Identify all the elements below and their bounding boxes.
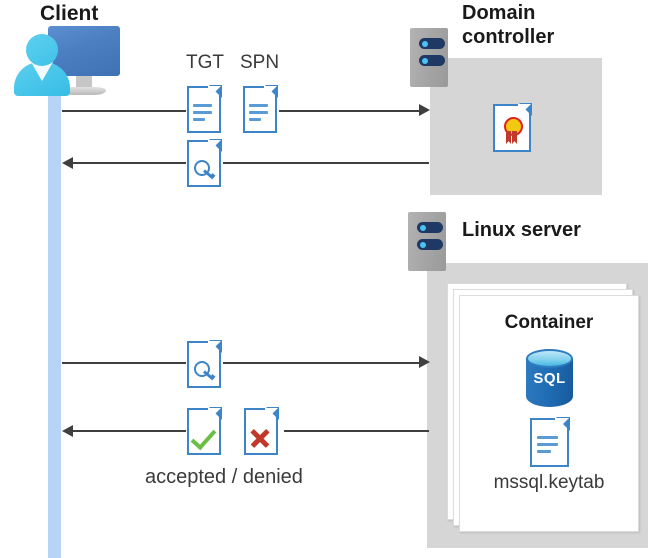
message-3-line-left: [62, 362, 186, 364]
sql-database-label: SQL: [533, 370, 566, 387]
accepted-document-icon: [187, 407, 222, 455]
certificate-document-icon: [493, 103, 532, 152]
user-workstation-icon: [10, 24, 120, 96]
service-ticket-key-document-icon: [187, 139, 222, 187]
linux-server-server-icon: [408, 212, 446, 271]
message-4-arrowhead: [62, 425, 73, 437]
keytab-filename-label: mssql.keytab: [493, 472, 605, 493]
message-1-line-right: [279, 110, 421, 112]
client-title: Client: [40, 2, 99, 25]
spn-label: SPN: [240, 52, 280, 73]
message-2-line-left: [73, 162, 186, 164]
message-4-line-right: [284, 430, 429, 432]
message-3-line-right: [223, 362, 421, 364]
tgt-label: TGT: [186, 52, 224, 73]
message-2-line-right: [223, 162, 429, 164]
container-title: Container: [504, 312, 594, 333]
service-ticket-key-document-icon-2: [187, 340, 222, 388]
accepted-denied-caption: accepted / denied: [145, 466, 303, 488]
spn-document-icon: [243, 85, 278, 133]
message-2-arrowhead: [62, 157, 73, 169]
keytab-document-icon: [530, 417, 570, 467]
container-card-front[interactable]: Container SQL mssql.keytab: [459, 295, 639, 532]
denied-document-icon: [244, 407, 279, 455]
domain-controller-title: Domain controller: [462, 2, 555, 48]
message-3-arrowhead: [419, 356, 430, 368]
message-1-line-left: [62, 110, 186, 112]
message-4-line-left: [73, 430, 186, 432]
domain-controller-server-icon: [410, 28, 448, 87]
tgt-document-icon: [187, 85, 222, 133]
message-1-arrowhead: [419, 104, 430, 116]
linux-server-title: Linux server: [462, 219, 581, 241]
client-lifeline: [48, 88, 61, 558]
sql-database-icon: SQL: [526, 349, 573, 407]
